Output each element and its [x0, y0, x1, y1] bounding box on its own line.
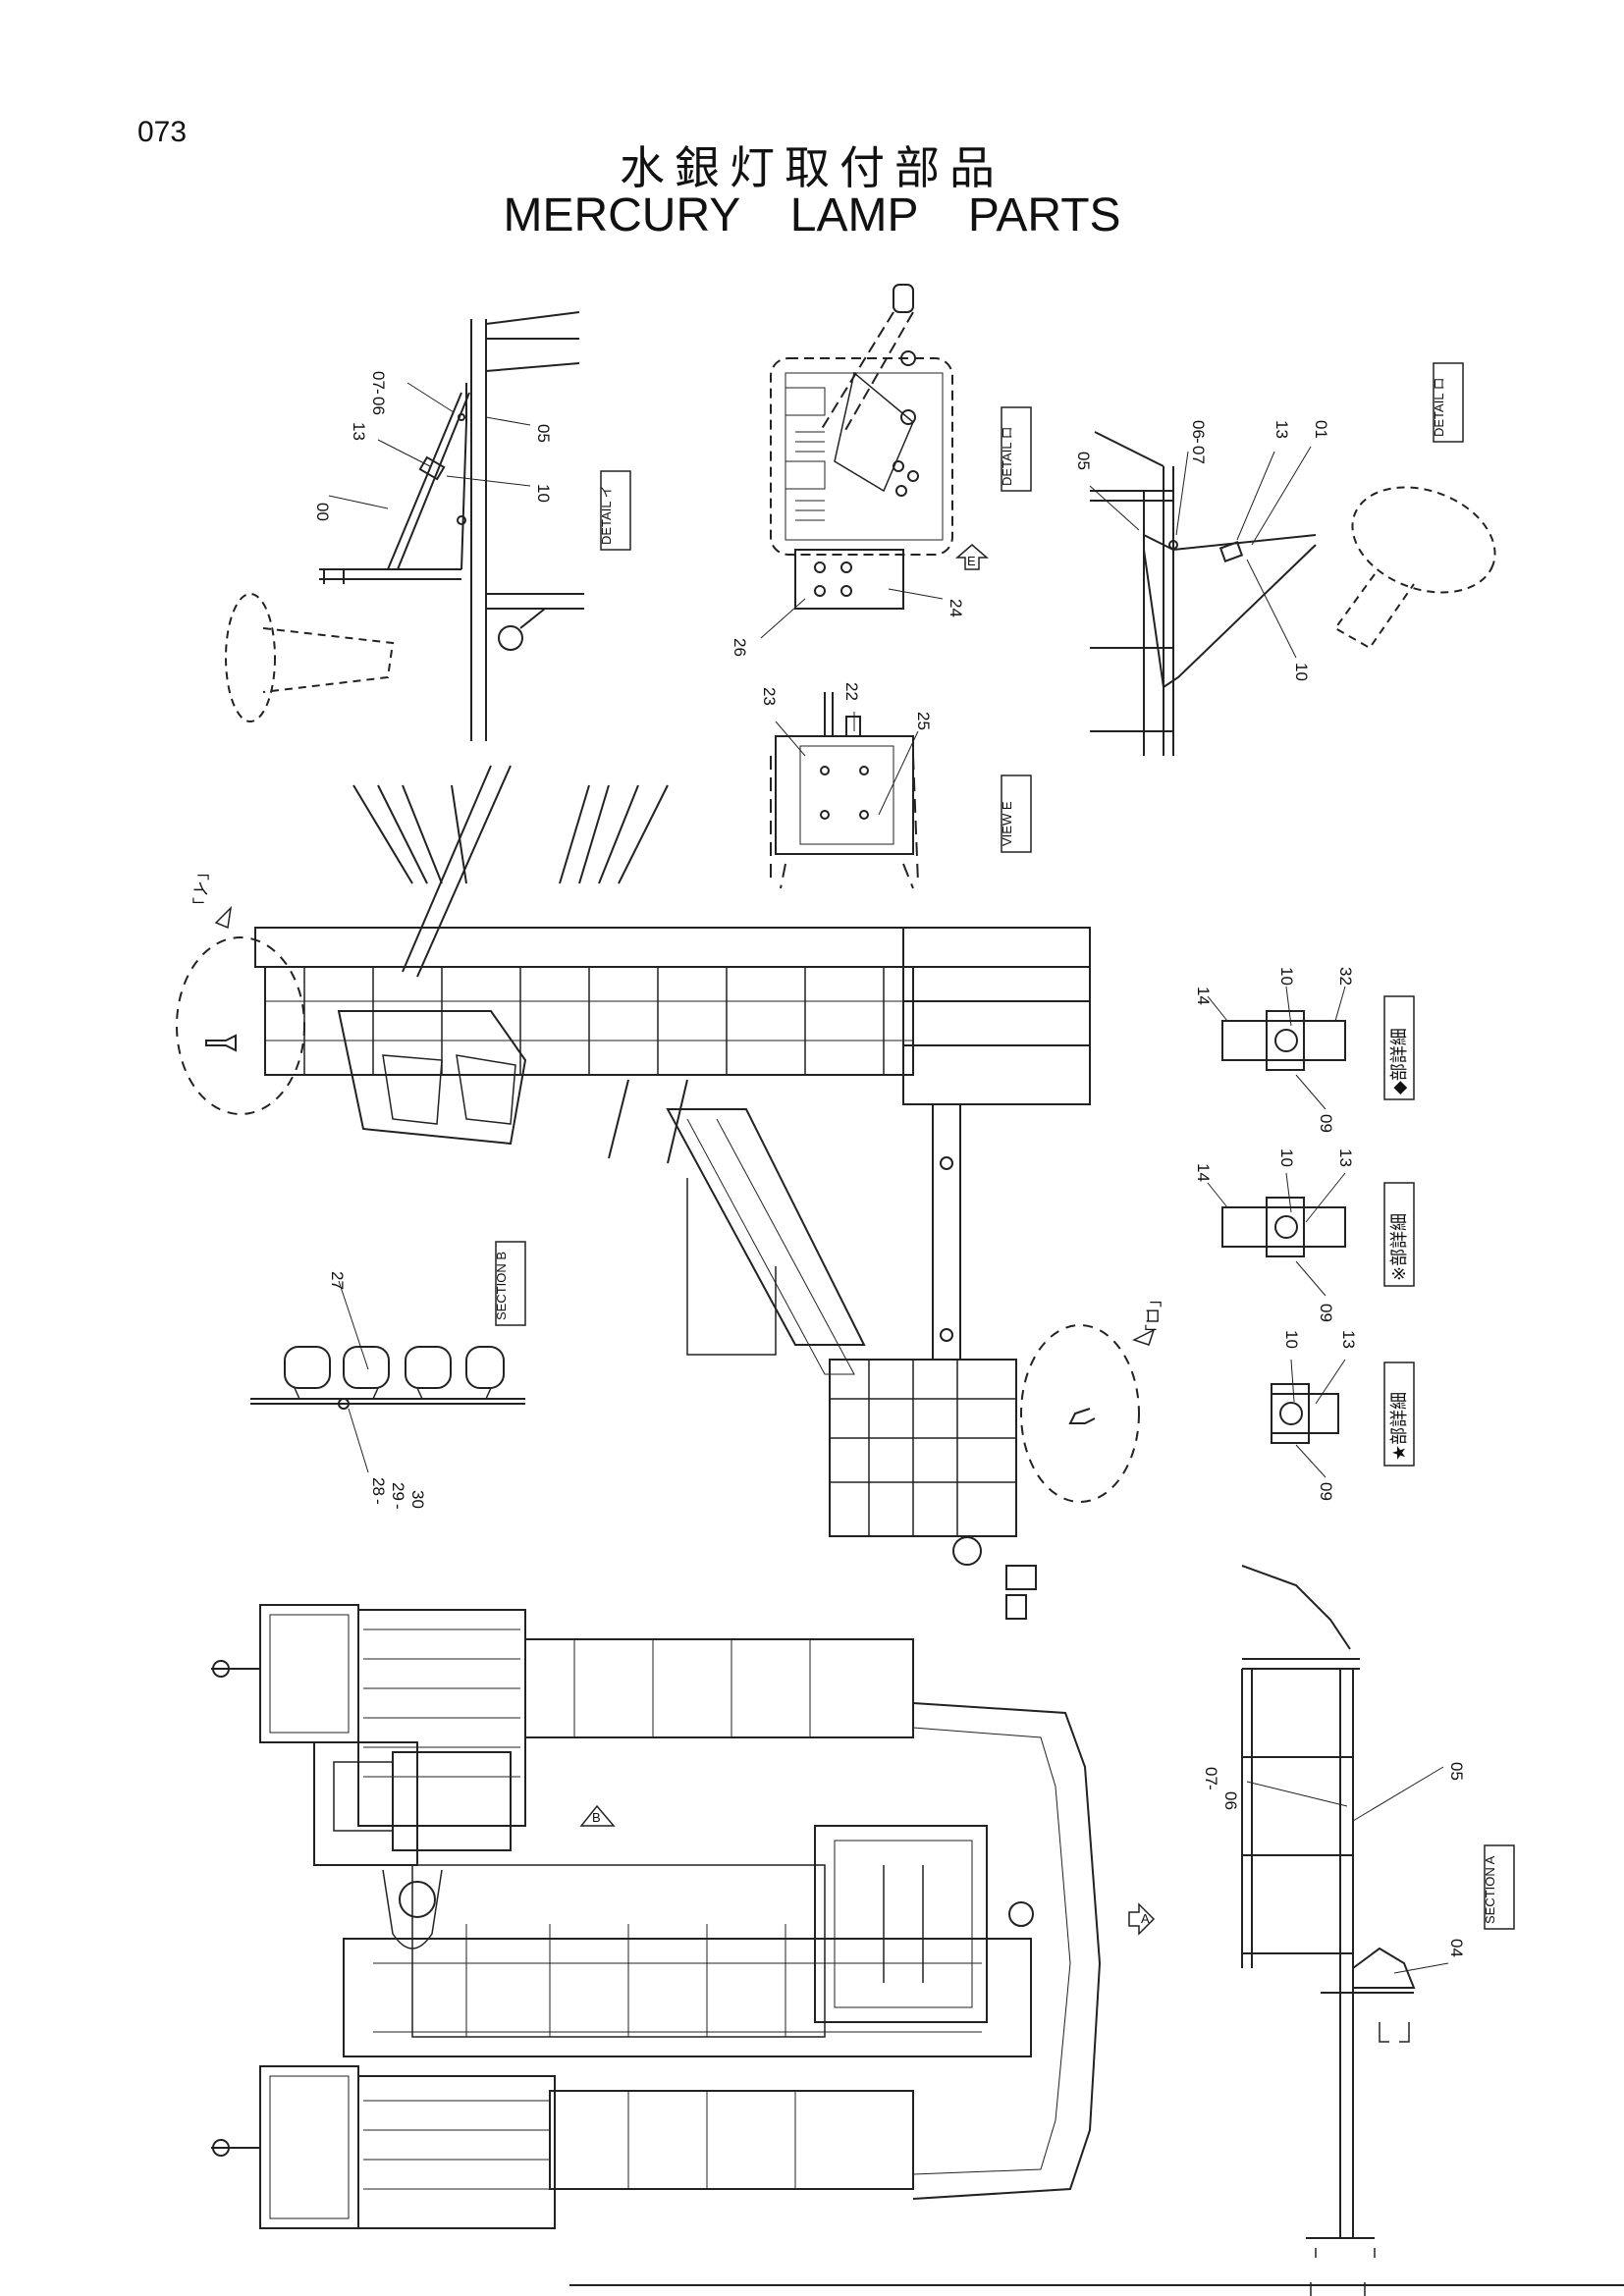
detail-star: 10 13 09 ★部詳細	[1272, 1330, 1414, 1501]
callout-dash: -	[1189, 438, 1208, 444]
callout-10: 10	[1282, 1330, 1301, 1349]
machine-plan-view: A B	[211, 1605, 1156, 2228]
callout-05: 05	[1074, 452, 1093, 470]
callout-29: 29	[389, 1482, 407, 1501]
callout-10: 10	[1277, 967, 1296, 986]
ref-i-label: 「イ」	[190, 864, 209, 914]
detail-ro-label: DETAIL ロ	[1000, 426, 1014, 486]
callout-09: 09	[1317, 1304, 1335, 1322]
callout-28: 28	[369, 1477, 388, 1496]
page-number: 073	[137, 116, 188, 148]
lamp-panel-detail: E 26 24 DETAIL ロ	[731, 285, 1031, 657]
title-japanese: 水銀灯取付部品	[620, 141, 1004, 194]
callout-10: 10	[534, 484, 553, 503]
detail-i-view: 00 13 07 - 06 05 10 DETAIL イ	[226, 312, 630, 741]
callout-06: 06	[1221, 1791, 1240, 1810]
callout-32: 32	[1336, 967, 1355, 986]
callout-30: 30	[408, 1490, 427, 1509]
detail-ro-ref-label: DETAIL ロ	[1432, 377, 1446, 437]
callout-27: 27	[328, 1271, 347, 1290]
callout-13: 13	[350, 422, 368, 441]
detail-ro-view: 05 06 - 07 13 01 10 DETAIL ロ	[1074, 363, 1510, 756]
detail-diamond-label: ◆部詳細	[1389, 1028, 1410, 1095]
machine-side-view: 「イ」 「ロ」	[177, 766, 1162, 1619]
arrow-e-ref: E	[967, 554, 976, 568]
callout-10: 10	[1292, 663, 1311, 681]
callout-06: 06	[369, 397, 388, 415]
callout-24: 24	[947, 599, 965, 617]
ref-ro-label: 「ロ」	[1143, 1291, 1162, 1341]
view-e: 23 22 25 VIEW E	[760, 682, 1031, 888]
callout-25: 25	[914, 712, 933, 730]
callout-23: 23	[760, 687, 779, 706]
section-a-label: SECTION A	[1483, 1855, 1497, 1924]
callout-dash: -	[1202, 1785, 1220, 1790]
detail-star-label: ★部詳細	[1389, 1392, 1410, 1461]
callout-07: 07	[1202, 1767, 1220, 1786]
callout-13: 13	[1272, 420, 1291, 439]
section-b-label: SECTION B	[494, 1252, 509, 1320]
callout-09: 09	[1317, 1114, 1335, 1133]
section-a: 07 - 06 05 04 SECTION A	[1202, 1566, 1514, 2296]
callout-dash: -	[389, 1504, 407, 1510]
callout-09: 09	[1317, 1482, 1335, 1501]
callout-dash: -	[369, 389, 388, 395]
arrow-b-ref: B	[592, 1810, 601, 1825]
callout-01: 01	[1312, 420, 1330, 439]
callout-00: 00	[313, 503, 332, 521]
callout-10: 10	[1277, 1148, 1296, 1167]
arrow-a-ref: A	[1141, 1911, 1150, 1926]
section-b: 27 28 - 29 - 30 SECTION B	[250, 1242, 525, 1510]
callout-06: 06	[1189, 420, 1208, 439]
detail-i-label: DETAIL イ	[599, 485, 614, 545]
callout-07: 07	[369, 371, 388, 390]
callout-14: 14	[1194, 1163, 1213, 1182]
detail-diamond: 14 10 32 09 ◆部詳細	[1194, 967, 1414, 1133]
callout-05: 05	[534, 424, 553, 443]
detail-asterisk: 14 10 13 09 ※部詳細	[1194, 1148, 1414, 1322]
callout-04: 04	[1447, 1939, 1466, 1957]
callout-22: 22	[842, 682, 861, 701]
view-e-label: VIEW E	[1000, 801, 1014, 846]
detail-asterisk-label: ※部詳細	[1389, 1213, 1410, 1281]
callout-14: 14	[1194, 987, 1213, 1005]
callout-dash: -	[369, 1499, 388, 1505]
callout-13: 13	[1339, 1330, 1358, 1349]
callout-07: 07	[1189, 446, 1208, 464]
callout-13: 13	[1336, 1148, 1355, 1167]
callout-26: 26	[731, 638, 749, 657]
title-english: MERCURY LAMP PARTS	[503, 189, 1121, 241]
callout-05: 05	[1447, 1762, 1466, 1781]
